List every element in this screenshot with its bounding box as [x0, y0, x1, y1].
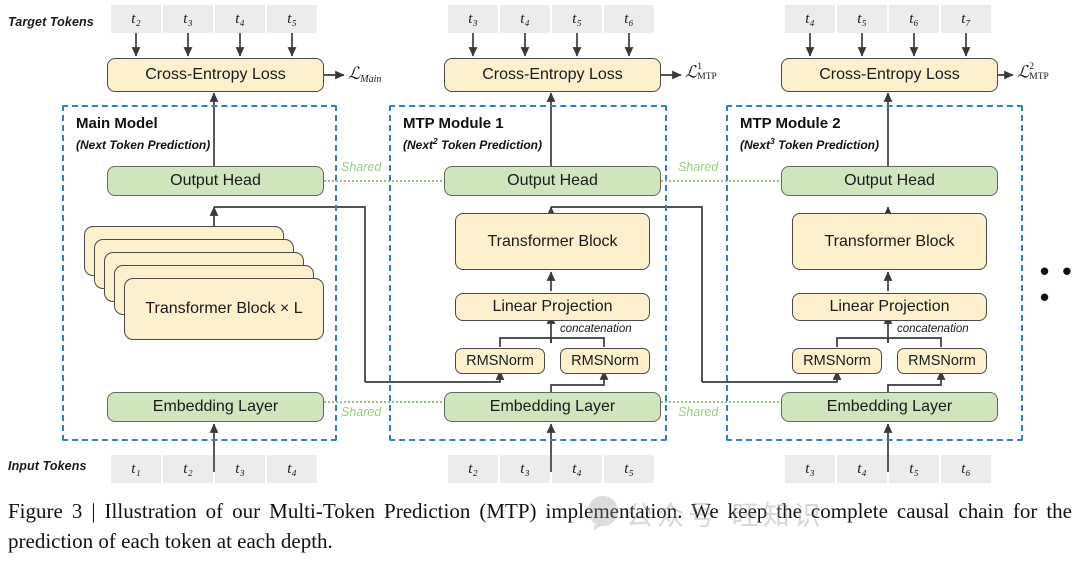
- subtitle-post: Token Prediction): [437, 138, 542, 152]
- target-token-cell: t₄: [785, 5, 835, 33]
- loss-symbol-sup: 1: [697, 62, 702, 72]
- subtitle-pre: (Next: [403, 138, 434, 152]
- target-token-cell: t₄: [215, 5, 265, 33]
- subtitle-post: Token Prediction): [106, 138, 211, 152]
- rmsnorm-right-mtp2: RMSNorm: [897, 348, 987, 374]
- shared-link-embedding-2: [657, 401, 795, 403]
- rmsnorm-left-mtp1: RMSNorm: [455, 348, 545, 374]
- embedding-layer-mtp2: Embedding Layer: [781, 392, 998, 422]
- linear-projection-mtp2: Linear Projection: [792, 293, 987, 321]
- target-token-cell: t₄: [500, 5, 550, 33]
- target-token-cell: t₅: [552, 5, 602, 33]
- subtitle-post: Token Prediction): [774, 138, 879, 152]
- input-token-cell: t₃: [785, 455, 835, 483]
- module-subtitle-mtp1: (Next2 Token Prediction): [403, 136, 542, 152]
- loss-symbol-base: ℒ: [348, 64, 361, 83]
- input-tokens-label: Input Tokens: [8, 459, 87, 473]
- shared-label-embedding-2: Shared: [678, 405, 719, 419]
- output-head-mtp1: Output Head: [444, 166, 661, 196]
- shared-link-output-head-1: [320, 180, 458, 182]
- output-head-main: Output Head: [107, 166, 324, 196]
- embedding-layer-main: Embedding Layer: [107, 392, 324, 422]
- target-token-cell: t₃: [448, 5, 498, 33]
- linear-projection-mtp1: Linear Projection: [455, 293, 650, 321]
- module-title-main: Main Model: [76, 115, 158, 132]
- continuation-ellipsis: • • •: [1040, 256, 1075, 312]
- module-frame-mtp1: [389, 105, 667, 441]
- loss-symbol-sup: 2: [1029, 62, 1034, 72]
- input-token-cell: t₃: [500, 455, 550, 483]
- input-token-cell: t₁: [111, 455, 161, 483]
- subtitle-sup: 3: [770, 136, 775, 146]
- rmsnorm-right-mtp1: RMSNorm: [560, 348, 650, 374]
- target-token-cell: t₅: [837, 5, 887, 33]
- shared-label-output-head-1: Shared: [341, 160, 382, 174]
- target-token-cell: t₂: [111, 5, 161, 33]
- transformer-block-main-label: Transformer Block × L: [145, 300, 303, 317]
- module-frame-main: [62, 105, 337, 441]
- input-token-cell: t₄: [552, 455, 602, 483]
- target-token-cell: t₆: [889, 5, 939, 33]
- cross-entropy-loss-box-mtp1: Cross-Entropy Loss: [444, 58, 661, 92]
- transformer-block-main: Transformer Block × L: [124, 278, 324, 340]
- target-token-cell: t₆: [604, 5, 654, 33]
- cross-entropy-loss-box-main: Cross-Entropy Loss: [107, 58, 324, 92]
- input-token-cell: t₅: [889, 455, 939, 483]
- transformer-block-mtp1: Transformer Block: [455, 213, 650, 270]
- module-frame-mtp2: [726, 105, 1023, 441]
- input-token-cell: t₄: [267, 455, 317, 483]
- rmsnorm-left-mtp2: RMSNorm: [792, 348, 882, 374]
- concatenation-label-mtp1: concatenation: [560, 323, 632, 335]
- target-token-cell: t₅: [267, 5, 317, 33]
- module-subtitle-main: (Next Token Prediction): [76, 136, 210, 152]
- module-title-mtp1: MTP Module 1: [403, 115, 504, 132]
- output-head-mtp2: Output Head: [781, 166, 998, 196]
- input-token-cell: t₅: [604, 455, 654, 483]
- subtitle-sup: 2: [433, 136, 438, 146]
- watermark-bubble-icon: [588, 496, 618, 531]
- transformer-block-mtp2: Transformer Block: [792, 213, 987, 270]
- loss-symbol-sub: MTP: [1029, 71, 1049, 82]
- target-tokens-label: Target Tokens: [8, 15, 94, 29]
- shared-link-embedding-1: [320, 401, 458, 403]
- concatenation-label-mtp2: concatenation: [897, 323, 969, 335]
- target-token-cell: t₃: [163, 5, 213, 33]
- module-subtitle-mtp2: (Next3 Token Prediction): [740, 136, 879, 152]
- subtitle-pre: (Next: [76, 138, 107, 152]
- loss-symbol-sub: MTP: [697, 71, 717, 82]
- input-token-cell: t₆: [941, 455, 991, 483]
- input-token-cell: t₂: [163, 455, 213, 483]
- loss-symbol-base: ℒ: [1017, 62, 1030, 82]
- input-token-cell: t₄: [837, 455, 887, 483]
- shared-label-output-head-2: Shared: [678, 160, 719, 174]
- module-title-mtp2: MTP Module 2: [740, 115, 841, 132]
- subtitle-pre: (Next: [740, 138, 771, 152]
- target-token-cell: t₇: [941, 5, 991, 33]
- loss-symbol-base: ℒ: [685, 62, 698, 82]
- embedding-layer-mtp1: Embedding Layer: [444, 392, 661, 422]
- input-token-cell: t₃: [215, 455, 265, 483]
- cross-entropy-loss-box-mtp2: Cross-Entropy Loss: [781, 58, 998, 92]
- loss-symbol-sub: Main: [360, 74, 382, 85]
- input-token-cell: t₂: [448, 455, 498, 483]
- loss-symbol-main: ℒMain: [348, 64, 381, 85]
- figure-caption: Figure 3 | Illustration of our Multi-Tok…: [8, 499, 1072, 553]
- shared-link-output-head-2: [657, 180, 795, 182]
- shared-label-embedding-1: Shared: [341, 405, 382, 419]
